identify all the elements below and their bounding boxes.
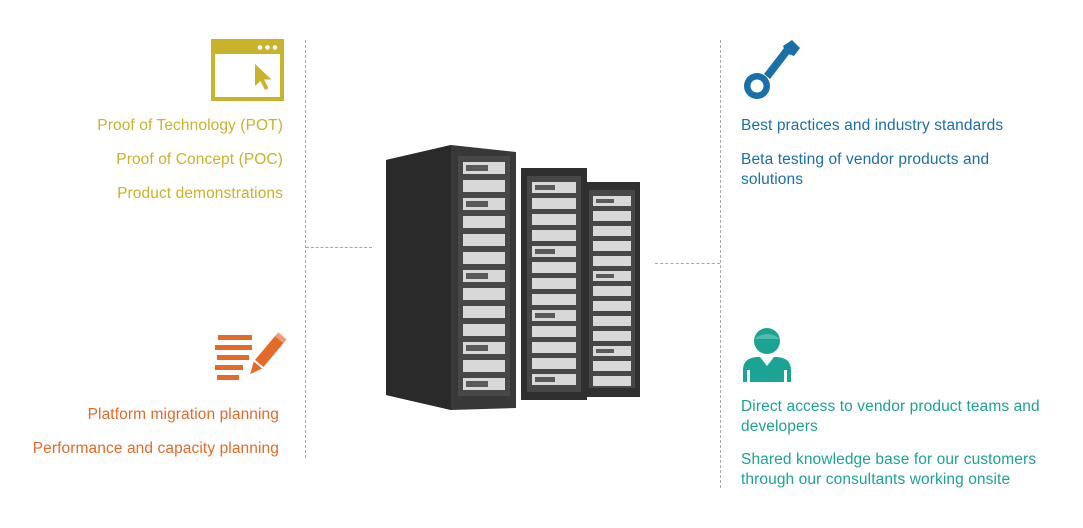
key-icon <box>744 40 800 99</box>
right-connector-line <box>655 263 720 264</box>
collab-item-vendor-access: Direct access to vendor product teams an… <box>741 398 1040 435</box>
collab-item-knowledge-base: Shared knowledge base for our customers … <box>741 451 1037 488</box>
standards-item-beta-testing: Beta testing of vendor products and solu… <box>741 151 990 188</box>
testing-item-demos: Product demonstrations <box>117 185 283 202</box>
left-connector-line <box>306 247 372 248</box>
right-divider-line <box>720 40 721 488</box>
person-icon <box>743 328 791 382</box>
browser-cursor-icon <box>211 39 284 101</box>
planning-item-migration: Platform migration planning <box>87 406 279 423</box>
left-divider-line <box>305 40 306 458</box>
server-rack-icon <box>386 145 640 410</box>
testing-item-poc: Proof of Concept (POC) <box>116 151 283 168</box>
pencil-list-icon <box>215 332 287 380</box>
testing-item-pot: Proof of Technology (POT) <box>97 117 283 134</box>
standards-item-best-practices: Best practices and industry standards <box>741 117 1004 134</box>
planning-item-capacity: Performance and capacity planning <box>32 440 279 457</box>
